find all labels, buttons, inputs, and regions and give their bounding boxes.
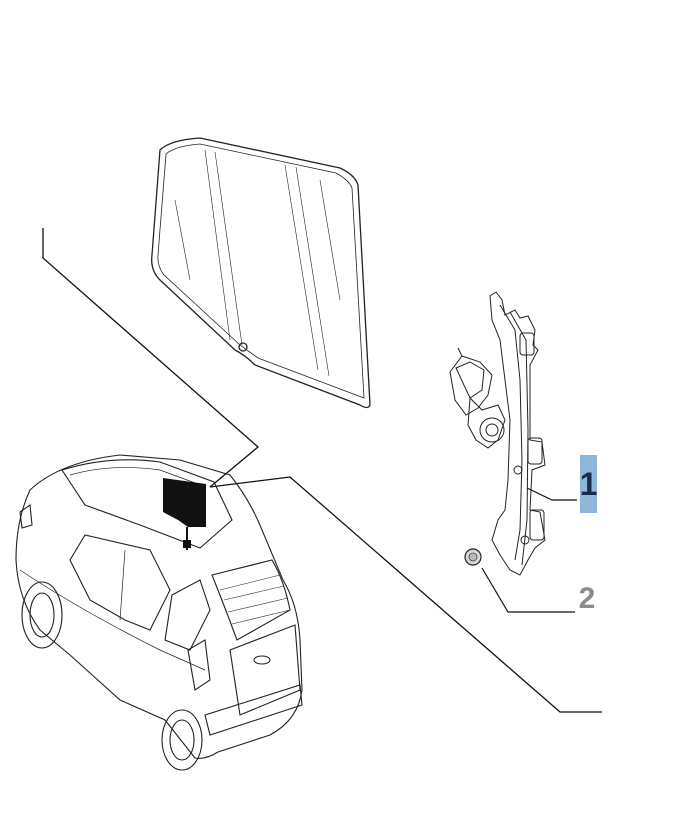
callout-2-label: 2 (578, 582, 596, 615)
window-regulator-icon (479, 291, 546, 576)
grommet-icon (464, 548, 482, 566)
door-glass-icon (151, 137, 371, 409)
leader-lines (42, 228, 602, 713)
door-glass-highlight (163, 478, 206, 550)
callout-leaders (481, 487, 577, 613)
callout-1-label: 1 (580, 455, 597, 513)
motor-icon (449, 347, 506, 449)
car-rear-icon (15, 454, 303, 771)
